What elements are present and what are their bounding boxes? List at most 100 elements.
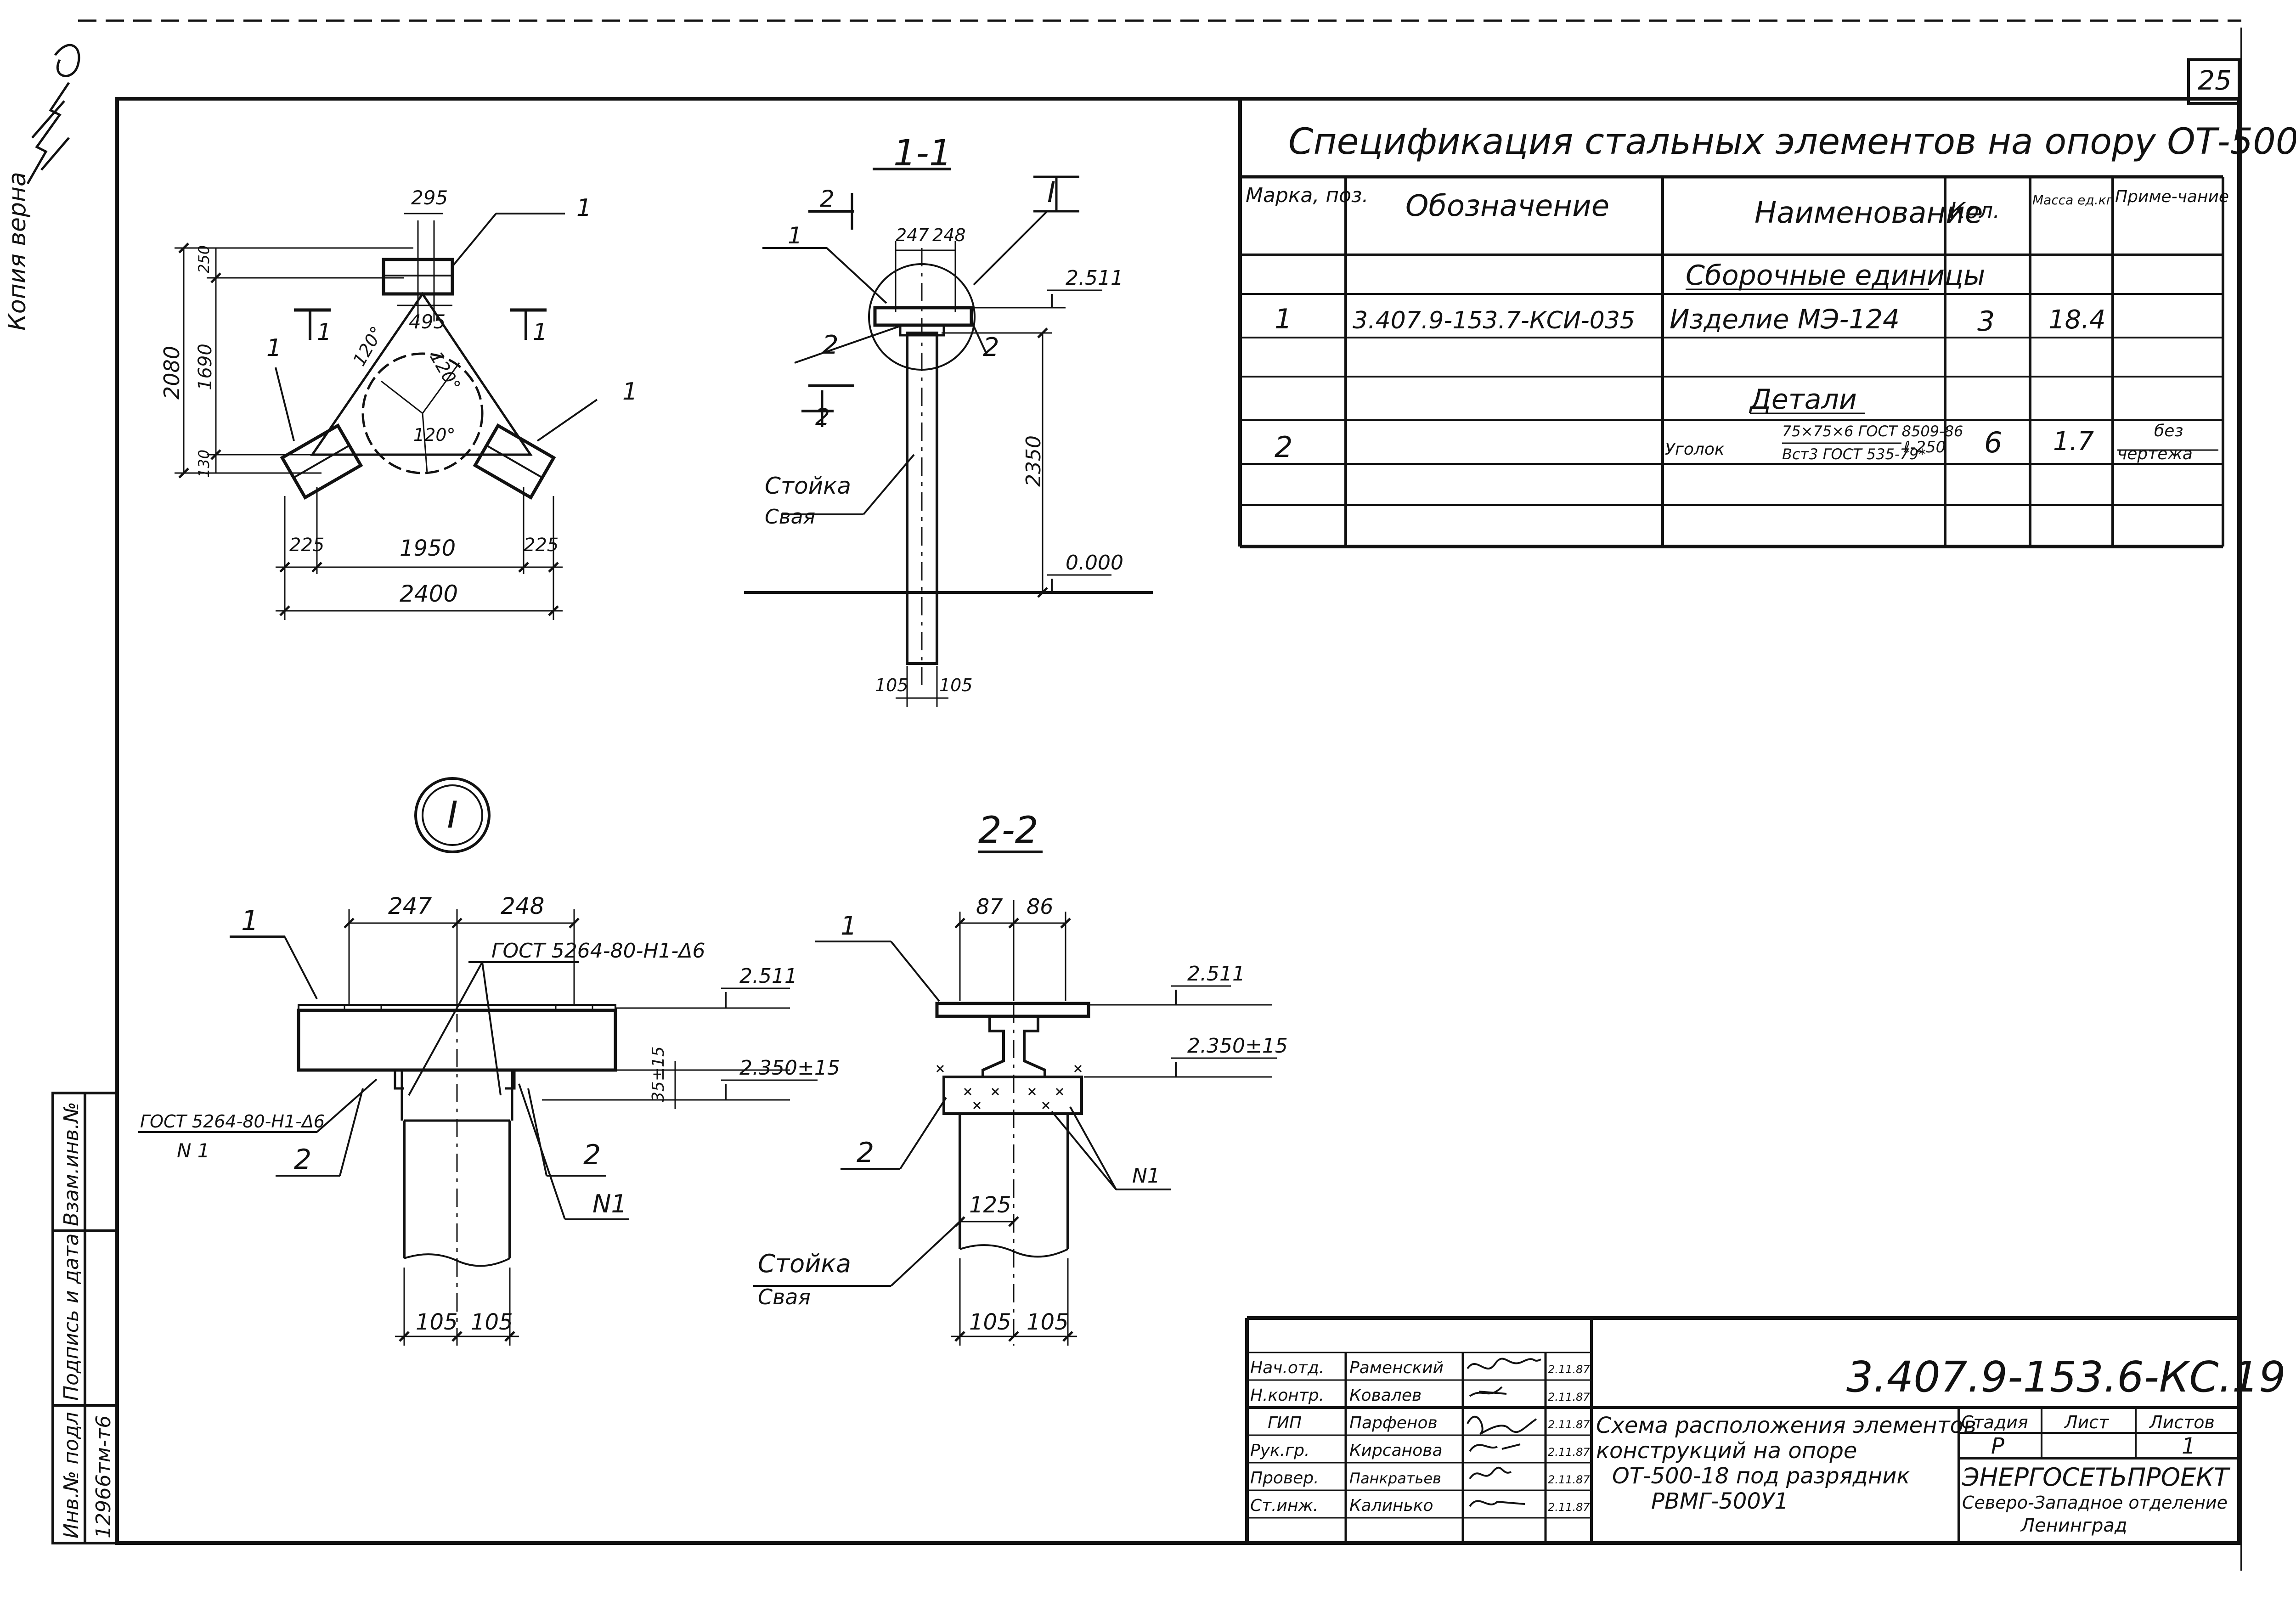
section-1-1	[744, 168, 1153, 707]
detail-I-dim-b: 248	[501, 893, 544, 919]
section-2-2-n1: N1	[1132, 1164, 1160, 1188]
staff-role-5: Ст.инж.	[1250, 1496, 1318, 1515]
section-1-1-dim-a: 247	[896, 225, 929, 245]
staff-name-5: Калинько	[1349, 1496, 1433, 1515]
section-2-2-dim-a: 87	[976, 894, 1003, 919]
stage-value: Р	[1991, 1433, 2004, 1459]
sheets-label: Листов	[2149, 1412, 2215, 1432]
staff-date-2: 2.11.87	[1548, 1418, 1590, 1431]
title-block	[1245, 1316, 2239, 1543]
spec-header-mass: Масса ед.кг	[2032, 192, 2113, 208]
spec-table	[1238, 99, 2224, 548]
detail-I-dim-bot-l: 105	[416, 1309, 458, 1335]
detail-I-dim-gap: 35±15	[649, 1046, 668, 1102]
detail-I-weld-left-n: N 1	[177, 1139, 210, 1162]
section-1-1-label-2d: 2	[815, 404, 830, 430]
spec-section-assemblies: Сборочные единицы	[1686, 259, 1985, 292]
detail-I-pos-2-right: 2	[583, 1139, 601, 1171]
section-1-1-column-label: Стойка	[765, 473, 851, 499]
section-2-2-dim-b: 86	[1027, 894, 1054, 919]
section-1-1-labels: 1-1 I 247 248 2.511 2350 0.000 1 2 2 2 2…	[765, 133, 1123, 695]
staff-role-2: ГИП	[1268, 1414, 1302, 1432]
section-2-2	[753, 851, 1277, 1346]
spec-row2-name-top: 75×75×6 ГОСТ 8509-86	[1782, 423, 1963, 440]
section-2-2-pos-1: 1	[841, 911, 857, 941]
plan-section-mark-right: 1	[533, 319, 547, 345]
side-stamp-replace-label: Взам.инв.№	[60, 1102, 83, 1226]
section-1-1-label-2c: 2	[983, 332, 999, 362]
section-2-2-labels: 2-2 1 87 86 2.511 2.350±15 2 N1 125 Стой…	[758, 809, 1288, 1335]
section-1-1-label-2a: 2	[820, 186, 835, 212]
detail-I-pos-1: 1	[241, 905, 259, 937]
staff-name-3: Кирсанова	[1349, 1441, 1443, 1460]
staff-role-0: Нач.отд.	[1250, 1358, 1324, 1377]
plan-dim-total-height: 2080	[159, 346, 184, 400]
sheet-frame	[78, 19, 2242, 1571]
detail-I-elev-mid: 2.350±15	[739, 1056, 840, 1080]
spec-row1-mass: 18.4	[2048, 305, 2106, 335]
detail-I-labels: I 1 247 248 ГОСТ 5264-80-Н1-Δ6 ГОСТ 5264…	[140, 794, 840, 1335]
spec-row1-name: Изделие МЭ-124	[1670, 304, 1900, 335]
sheets-value: 1	[2182, 1433, 2196, 1459]
org-city: Ленинград	[2020, 1515, 2127, 1536]
title-block-text: 3.407.9-153.6-КС.19 Схема расположения э…	[1250, 1352, 2286, 1536]
spec-title: Спецификация стальных элементов на опору…	[1288, 121, 2296, 163]
section-1-1-dim-height: 2350	[1022, 435, 1045, 487]
side-stamp-inv-value: 12966тм-т6	[92, 1415, 115, 1538]
staff-date-0: 2.11.87	[1548, 1363, 1590, 1376]
staff-role-4: Провер.	[1250, 1469, 1319, 1488]
spec-row1-pos: 1	[1275, 303, 1292, 335]
spec-row2-name-bottom: Вст3 ГОСТ 535-79*	[1782, 445, 1926, 463]
org-name: ЭНЕРГОСЕТЬПРОЕКТ	[1962, 1463, 2231, 1492]
side-stamp	[51, 1092, 118, 1544]
spec-table-text: Спецификация стальных элементов на опору…	[1246, 121, 2296, 464]
section-1-1-elev-ground: 0.000	[1066, 551, 1123, 575]
staff-name-0: Раменский	[1349, 1358, 1444, 1377]
spec-row2-pos: 2	[1275, 430, 1292, 464]
detail-I-dim-bot-r: 105	[471, 1309, 513, 1335]
copy-signature	[26, 44, 80, 185]
description-line-2: конструкций на опоре	[1596, 1438, 1857, 1464]
section-2-2-dim-bot-r: 105	[1027, 1309, 1069, 1335]
sheet-number: 25	[2198, 65, 2232, 96]
detail-I-weld-top: ГОСТ 5264-80-Н1-Δ6	[491, 939, 705, 963]
spec-row2-note-bottom: чертежа	[2117, 445, 2193, 463]
side-stamp-sign-label: Подпись и дата	[60, 1234, 83, 1401]
spec-row2-note-top: без	[2154, 422, 2183, 440]
staff-date-5: 2.11.87	[1548, 1501, 1590, 1514]
spec-header-note: Приме-чание	[2115, 187, 2229, 206]
staff-name-4: Панкратьев	[1349, 1470, 1441, 1487]
sheet-label: Лист	[2064, 1412, 2110, 1432]
description-line-1: Схема расположения элементов	[1596, 1413, 1976, 1438]
side-stamp-inv-label: Инв.№ подл	[60, 1412, 83, 1538]
staff-date-3: 2.11.87	[1548, 1446, 1590, 1459]
plan-dim-left-top: 250	[195, 245, 213, 273]
section-1-1-title: 1-1	[893, 133, 952, 174]
plan-angle-3: 120°	[413, 425, 456, 445]
description-line-3: ОТ-500-18 под разрядник	[1612, 1463, 1910, 1489]
plan-dim-left-bottom: 130	[195, 450, 213, 478]
spec-header-name: Наименование	[1754, 196, 1983, 230]
spec-row2-name-suffix: ℓ-250	[1903, 438, 1946, 456]
plan-pos-right: 1	[622, 378, 637, 406]
spec-header-qty: Кол.	[1950, 198, 2000, 224]
section-2-2-elev-mid: 2.350±15	[1187, 1034, 1288, 1058]
section-1-1-dim-b: 248	[932, 225, 966, 245]
spec-row1-qty: 3	[1977, 305, 1995, 338]
section-2-2-pile-label: Свая	[758, 1285, 811, 1309]
section-2-2-elev-top: 2.511	[1187, 962, 1245, 986]
spec-row2-qty: 6	[1984, 426, 2002, 459]
section-1-1-label-2b: 2	[822, 330, 839, 360]
plan-dim-inner: 495	[409, 310, 446, 333]
plan-dim-overall: 2400	[400, 580, 458, 607]
svg-text:Копия верна: Копия верна	[4, 172, 31, 331]
detail-I-title: I	[447, 794, 458, 836]
section-2-2-pos-2: 2	[857, 1137, 874, 1169]
staff-signatures	[1467, 1358, 1541, 1507]
detail-I-dim-a: 247	[388, 893, 432, 919]
detail-I-weld-left: ГОСТ 5264-80-Н1-Δ6	[140, 1111, 325, 1132]
plan-view	[175, 213, 598, 620]
spec-row2-name-prefix: Уголок	[1665, 440, 1725, 459]
spec-row1-code: 3.407.9-153.7-КСИ-035	[1353, 307, 1635, 334]
